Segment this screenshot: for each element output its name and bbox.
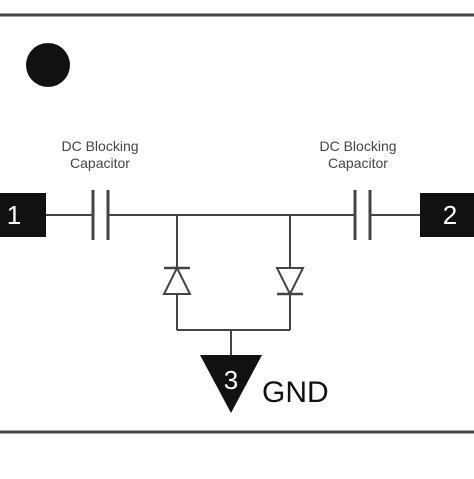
pin3-number: 3 (224, 365, 238, 395)
pin1-box (0, 193, 46, 237)
left-diode (162, 265, 192, 295)
left-capacitor (91, 190, 110, 240)
ground-symbol (200, 355, 262, 413)
ground-label: GND (262, 376, 329, 409)
right-capacitor (353, 190, 372, 240)
pin1-number: 1 (7, 200, 21, 230)
pin2-number: 2 (443, 200, 457, 230)
right-capacitor-label-line1: DC Blocking (319, 138, 396, 154)
right-diode (275, 267, 305, 297)
left-capacitor-label-line2: Capacitor (70, 155, 130, 171)
left-capacitor-label-line1: DC Blocking (61, 138, 138, 154)
right-capacitor-label-line2: Capacitor (328, 155, 388, 171)
pin1-marker-dot (26, 43, 70, 87)
right-diode-triangle (275, 267, 305, 297)
pin2-box (420, 193, 474, 237)
left-diode-triangle (162, 265, 192, 295)
